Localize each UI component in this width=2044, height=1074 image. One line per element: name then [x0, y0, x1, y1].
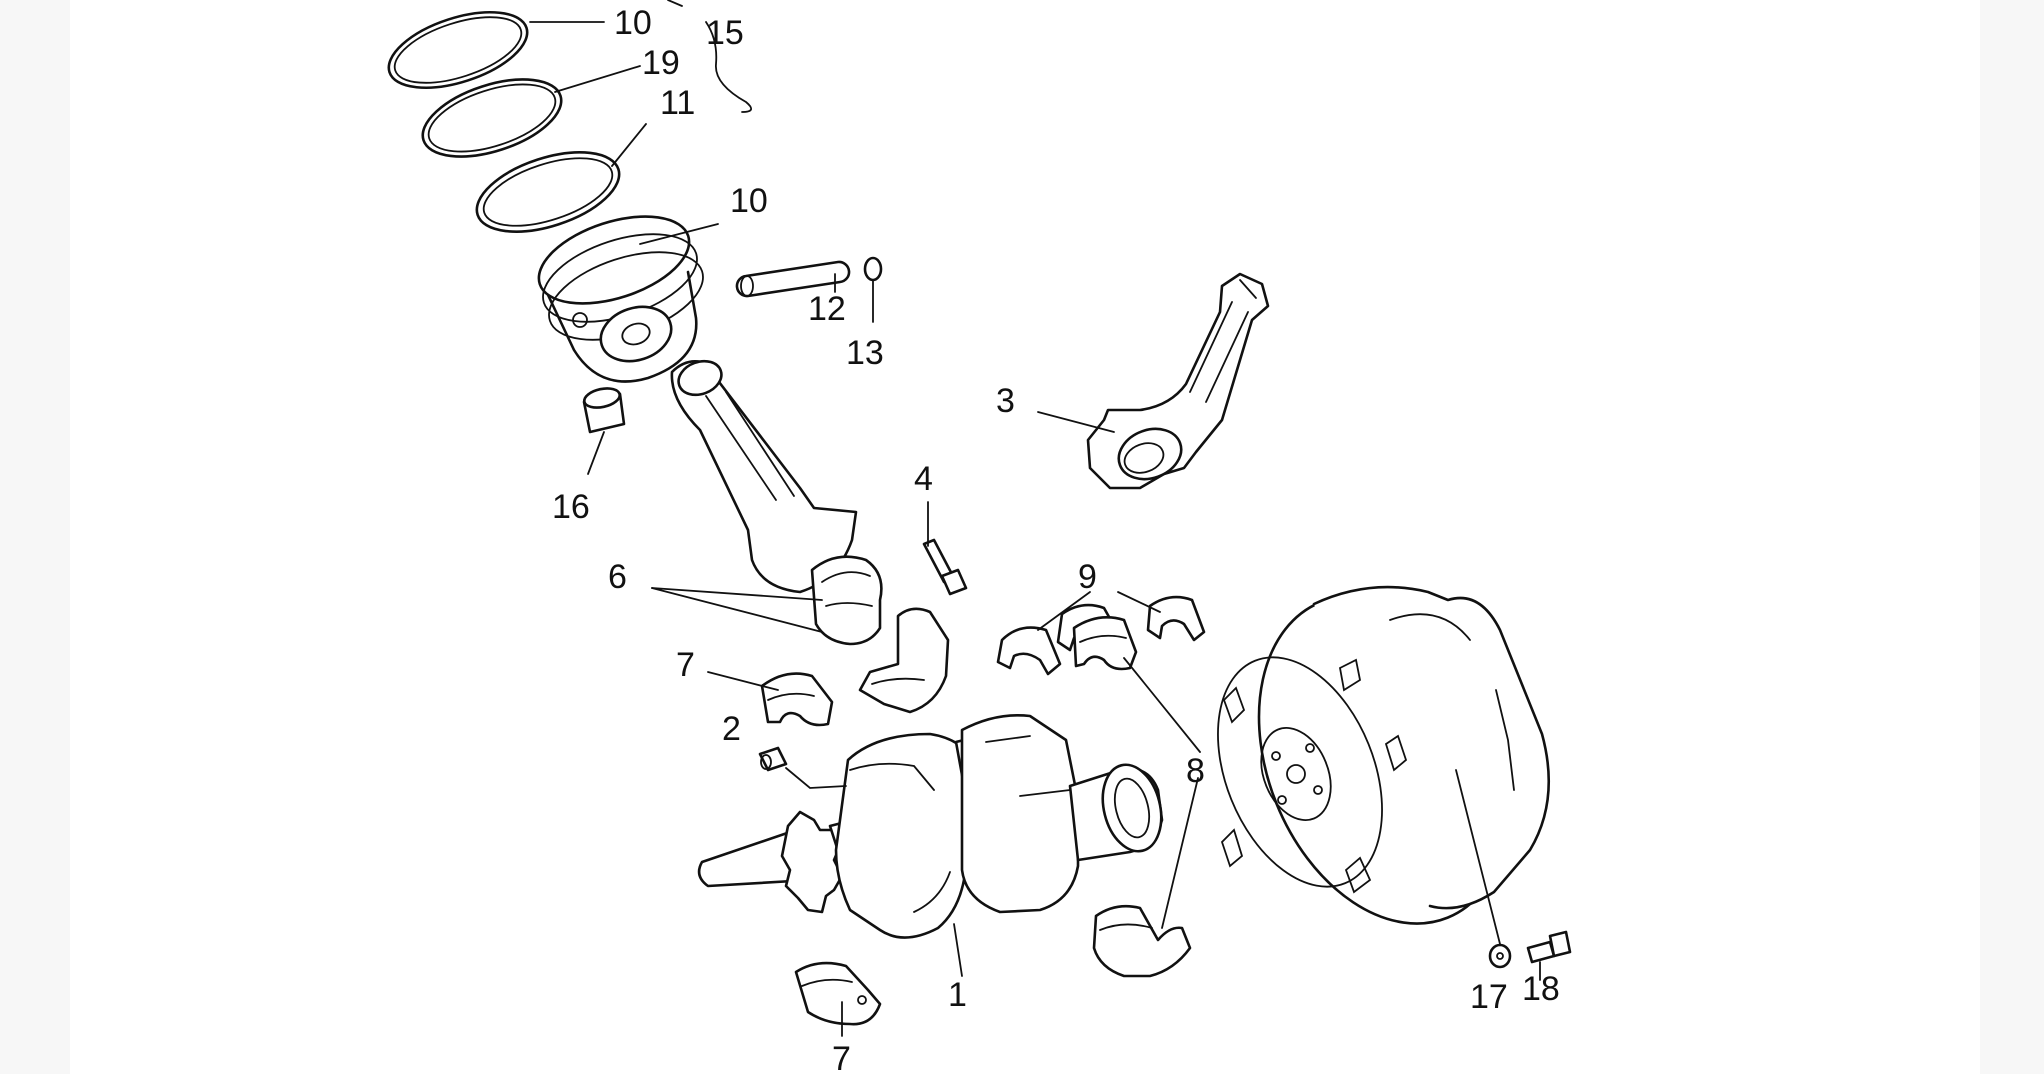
- callout-crankshaft: 1: [948, 976, 967, 1014]
- callout-small-end-bush: 16: [552, 488, 590, 526]
- flywheel: [1217, 585, 1550, 925]
- callout-washer: 17: [1470, 978, 1508, 1016]
- washer: [1488, 943, 1512, 969]
- callout-circlip: 13: [846, 334, 884, 372]
- diagram-sheet: [70, 0, 1980, 1074]
- rod-bolt: [922, 538, 968, 596]
- callout-main-bearing-c: 8: [1186, 752, 1205, 790]
- callout-rod-bearing: 6: [608, 558, 627, 596]
- piston-pin: [735, 260, 851, 298]
- callout-rod-bolt: 4: [914, 460, 933, 498]
- callout-ring-set: 15: [706, 14, 744, 52]
- rod-bearing: [810, 555, 950, 714]
- callout-piston: 10: [730, 182, 768, 220]
- callout-main-bearing-b: 7: [832, 1040, 851, 1074]
- crankshaft: [697, 714, 1164, 939]
- connecting-rod-left: [670, 359, 858, 594]
- callout-ring-oil: 11: [660, 84, 695, 122]
- small-end-bush: [582, 387, 626, 434]
- main-bearing-c: [1092, 904, 1192, 978]
- connecting-rod: [1086, 272, 1270, 490]
- ring-second: [421, 78, 563, 158]
- piston: [537, 215, 704, 383]
- callout-labels: 10 15 19 11 10 12 13 3 16 4 6 9 7 2 8 1 …: [552, 4, 1560, 1074]
- main-bearing-b: [794, 961, 882, 1026]
- callout-flywheel-bolt: 18: [1522, 970, 1560, 1008]
- leader-lines: [529, 0, 1541, 1037]
- callout-connecting-rod: 3: [996, 382, 1015, 420]
- ring-oil: [475, 151, 621, 233]
- callout-plug: 2: [722, 710, 741, 748]
- callout-ring-top: 10: [614, 4, 652, 42]
- ring-top: [387, 11, 529, 89]
- plug: [758, 746, 788, 772]
- callout-main-bearing-a: 7: [676, 646, 695, 684]
- main-bearing-c-top: [1072, 616, 1138, 671]
- flywheel-bolt: [1526, 930, 1572, 964]
- callout-thrust-washer: 9: [1078, 558, 1097, 596]
- callout-piston-pin: 12: [808, 290, 846, 328]
- callout-ring-second: 19: [642, 44, 680, 82]
- main-bearing-a: [760, 672, 834, 727]
